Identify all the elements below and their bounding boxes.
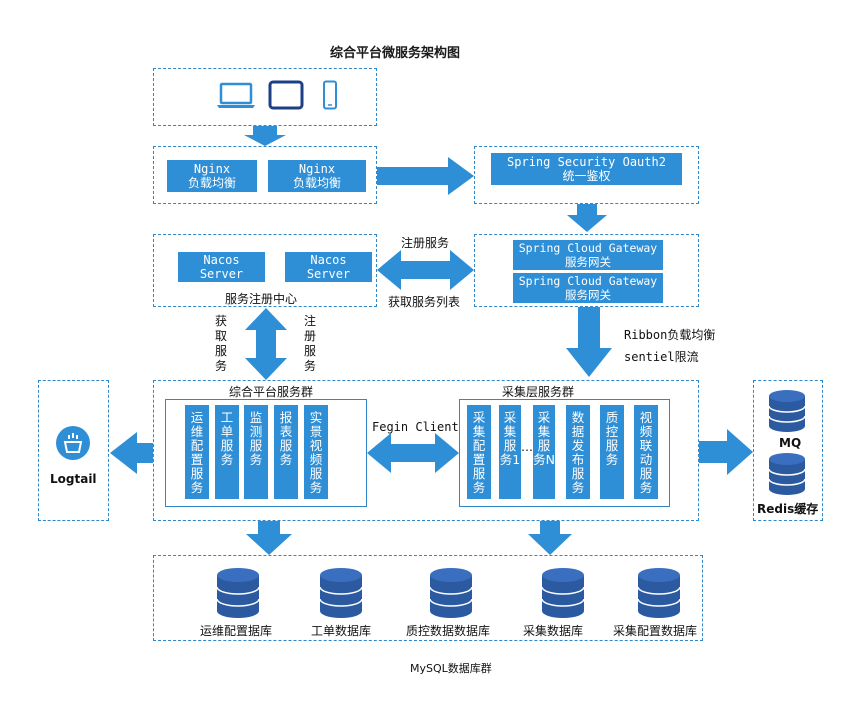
arrow-auth-to-gateway [567, 204, 607, 232]
laptop-icon [217, 82, 255, 108]
phone-icon [323, 80, 337, 110]
database-label: 质控数据数据库 [406, 624, 491, 638]
sentinel-label: sentiel限流 [624, 350, 699, 364]
registry-box [153, 234, 377, 307]
platform-group-box [165, 399, 367, 507]
arrow-platform-to-db [246, 521, 292, 555]
arrow-gateway-to-services [566, 307, 612, 377]
arrow-to-logtail [110, 432, 153, 474]
gateway-node-2: Spring Cloud Gateway 服务网关 [513, 273, 663, 303]
fegin-client-label: Fegin Client [372, 420, 459, 434]
nginx-node-1: Nginx 负载均衡 [167, 160, 257, 192]
register-service-label: 注册服务 [401, 236, 450, 250]
fetch-service-list-label: 获取服务列表 [388, 295, 461, 309]
clients-box [153, 68, 377, 126]
database-label: 运维配置据库 [200, 624, 273, 638]
collect-group-title: 采集层服务群 [502, 385, 575, 399]
register-service-vertical-label: 注册服务 [303, 314, 316, 373]
registry-label: 服务注册中心 [225, 292, 298, 306]
database-icon [541, 568, 585, 618]
gateway-node-1: Spring Cloud Gateway 服务网关 [513, 240, 663, 270]
report-service: 报表服务 [274, 405, 298, 499]
video-link-service: 视频联动服务 [634, 405, 658, 499]
live-video-service: 实景视频服务 [304, 405, 328, 499]
nacos-node-1: Nacos Server [178, 252, 265, 282]
arrow-registry-gateway [377, 250, 474, 290]
diagram-title: 综合平台微服务架构图 [330, 46, 461, 61]
gateway-box [474, 234, 699, 307]
database-icon [637, 568, 681, 618]
logtail-box [38, 380, 109, 521]
nacos-node-2: Nacos Server [285, 252, 372, 282]
fetch-service-label: 获取服务 [214, 314, 227, 373]
database-label: 采集数据库 [523, 624, 584, 638]
arrow-nginx-to-auth [377, 157, 474, 195]
tablet-icon [268, 80, 304, 110]
collect-config-service: 采集配置服务 [467, 405, 491, 499]
database-icon [429, 568, 473, 618]
services-region [153, 380, 699, 521]
database-region [153, 555, 703, 641]
oauth2-node: Spring Security Oauth2 统一鉴权 [491, 153, 682, 185]
ribbon-label: Ribbon负载均衡 [624, 328, 716, 342]
database-icon [319, 568, 363, 618]
arrow-fegin [367, 433, 459, 473]
logtail-label: Logtail [50, 472, 97, 486]
mq-database-icon [768, 390, 806, 432]
database-icon [216, 568, 260, 618]
platform-group-title: 综合平台服务群 [229, 385, 314, 399]
redis-database-icon [768, 453, 806, 495]
arrow-collect-to-db [528, 521, 572, 555]
database-label: 采集配置数据库 [613, 624, 698, 638]
arrow-clients-to-nginx [244, 126, 286, 146]
database-group-label: MySQL数据库群 [410, 662, 492, 675]
database-label: 工单数据库 [311, 624, 372, 638]
qc-service: 质控服务 [600, 405, 624, 499]
collect-service-n: 采集服务N [533, 405, 555, 499]
auth-box [474, 146, 699, 204]
arrow-registry-platform [245, 308, 287, 380]
data-publish-service: 数据发布服务 [566, 405, 590, 499]
ops-config-service: 运维配置服务 [185, 405, 209, 499]
logtail-icon [56, 426, 90, 460]
nginx-node-2: Nginx 负载均衡 [268, 160, 366, 192]
collect-service-1: 采集服务1 [499, 405, 521, 499]
collect-ellipsis: … [521, 440, 533, 454]
redis-label: Redis缓存 [757, 502, 819, 516]
mq-label: MQ [779, 436, 802, 450]
cache-box [753, 380, 823, 521]
work-order-service: 工单服务 [215, 405, 239, 499]
nginx-box [153, 146, 377, 204]
monitor-service: 监测服务 [244, 405, 268, 499]
arrow-to-cache [699, 429, 753, 475]
collect-group-box [459, 399, 670, 507]
